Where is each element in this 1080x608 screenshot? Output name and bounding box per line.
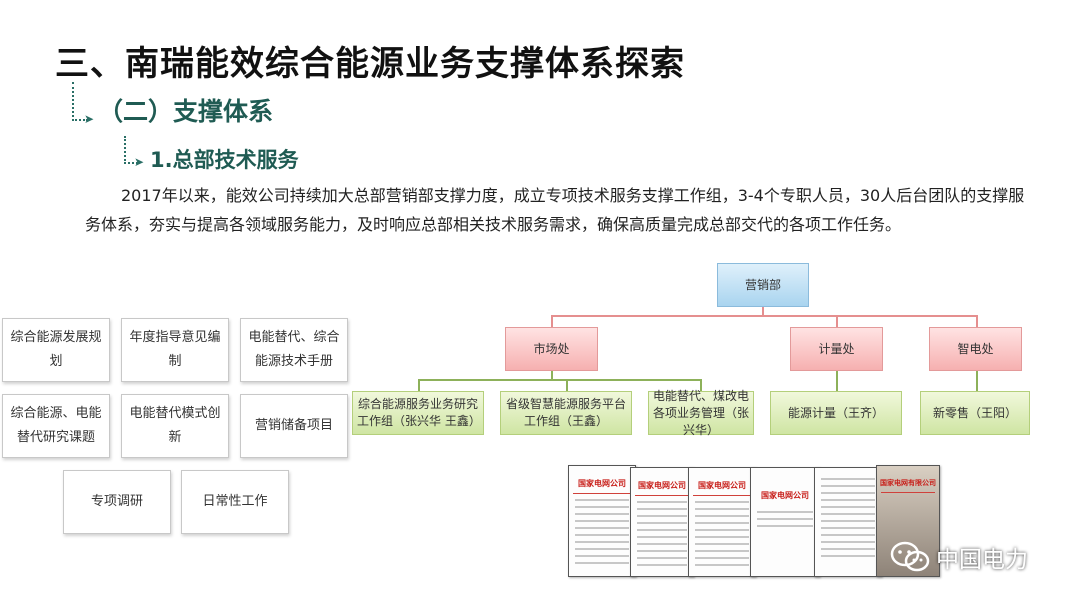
org-group-box: 电能替代、煤改电各项业务管理（张兴华） <box>648 389 754 437</box>
subsection-heading: 1.总部技术服务 <box>150 148 299 172</box>
connector-line <box>566 379 568 391</box>
service-box: 专项调研 <box>63 470 171 534</box>
connector-line <box>418 379 702 381</box>
connector-line <box>836 370 838 391</box>
document-thumbnail: 国家电网公司 <box>750 467 820 577</box>
document-thumbnail: 国家电网公司 <box>568 465 636 577</box>
service-box: 电能替代、综合能源技术手册 <box>240 318 348 382</box>
outline-connector <box>124 136 138 164</box>
connector-line <box>551 315 978 317</box>
org-root-box: 营销部 <box>717 263 809 307</box>
outline-connector <box>72 82 88 121</box>
intro-paragraph: 2017年以来，能效公司持续加大总部营销部支撑力度，成立专项技术服务支撑工作组，… <box>85 181 1030 239</box>
org-department-box: 智电处 <box>929 327 1022 371</box>
connector-line <box>418 379 420 391</box>
wechat-icon <box>890 541 930 572</box>
org-group-box: 省级智慧能源服务平台工作组（王鑫） <box>500 391 632 435</box>
org-department-box: 市场处 <box>505 327 598 371</box>
document-thumbnail: 国家电网公司 <box>688 467 756 577</box>
document-thumbnail: 国家电网公司 <box>630 467 694 577</box>
org-group-box: 新零售（王阳） <box>920 391 1030 435</box>
document-thumbnail <box>814 467 882 577</box>
section-heading: （二）支撑体系 <box>98 97 274 126</box>
connector-line <box>551 315 553 327</box>
page-title: 三、南瑞能效综合能源业务支撑体系探索 <box>55 44 685 84</box>
watermark: 中国电力 <box>890 540 1028 574</box>
org-department-box: 计量处 <box>790 327 883 371</box>
connector-line <box>762 307 764 316</box>
org-group-box: 综合能源服务业务研究工作组（张兴华 王鑫） <box>352 391 484 435</box>
service-box: 年度指导意见编制 <box>121 318 229 382</box>
org-group-box: 能源计量（王齐） <box>770 391 902 435</box>
service-box: 电能替代模式创新 <box>121 394 229 458</box>
watermark-text: 中国电力 <box>936 547 1028 573</box>
service-box: 营销储备项目 <box>240 394 348 458</box>
document-thumbnail: 国家电网有限公司 <box>876 465 940 577</box>
service-box: 综合能源发展规划 <box>2 318 110 382</box>
arrow-right-icon: ➤ <box>84 112 95 126</box>
connector-line <box>551 370 553 380</box>
service-box: 日常性工作 <box>181 470 289 534</box>
connector-line <box>976 370 978 391</box>
paragraph-text: 2017年以来，能效公司持续加大总部营销部支撑力度，成立专项技术服务支撑工作组，… <box>85 186 1025 234</box>
connector-line <box>836 315 838 327</box>
arrow-right-icon: ➤ <box>134 155 145 169</box>
service-box: 综合能源、电能替代研究课题 <box>2 394 110 458</box>
connector-line <box>700 379 702 391</box>
connector-line <box>976 315 978 327</box>
